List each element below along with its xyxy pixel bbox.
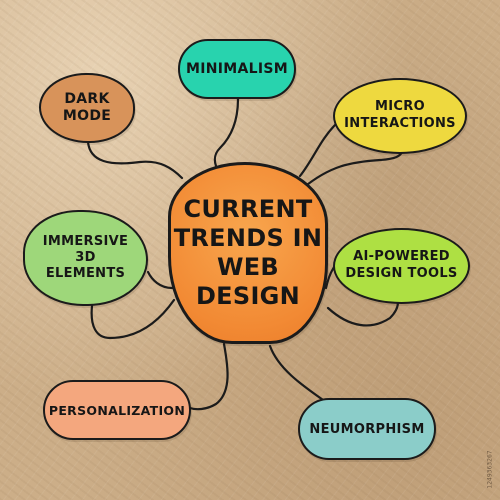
connector-neumorphism bbox=[268, 344, 328, 404]
branch-ai-powered-design-tools: AI-POWERED DESIGN TOOLS bbox=[333, 228, 470, 304]
branch-label: MINIMALISM bbox=[186, 61, 288, 77]
connector-personalization bbox=[188, 342, 229, 411]
connector-dark-mode bbox=[86, 140, 184, 180]
branch-micro-interactions: MICRO INTERACTIONS bbox=[333, 78, 467, 154]
connector-ai-tools-2 bbox=[326, 300, 400, 327]
branch-minimalism: MINIMALISM bbox=[178, 39, 296, 99]
branch-neumorphism: NEUMORPHISM bbox=[298, 398, 436, 460]
branch-dark-mode: DARK MODE bbox=[39, 73, 135, 143]
connector-immersive bbox=[146, 270, 174, 290]
watermark-text: 1249363267 bbox=[486, 449, 494, 489]
stock-id-watermark: 1249363267 bbox=[483, 444, 497, 494]
branch-label: MICRO INTERACTIONS bbox=[344, 99, 456, 131]
branch-personalization: PERSONALIZATION bbox=[43, 380, 191, 440]
connector-immersive-2 bbox=[90, 298, 176, 340]
branch-label: AI-POWERED DESIGN TOOLS bbox=[345, 249, 458, 281]
connector-micro-interactions-2 bbox=[301, 150, 404, 190]
branch-label: IMMERSIVE 3D ELEMENTS bbox=[42, 233, 129, 282]
central-topic-label: CURRENT TRENDS IN WEB DESIGN bbox=[173, 195, 323, 310]
connector-micro-interactions bbox=[298, 122, 338, 178]
connector-minimalism bbox=[213, 97, 240, 168]
branch-immersive-3d-elements: IMMERSIVE 3D ELEMENTS bbox=[23, 210, 148, 306]
central-topic: CURRENT TRENDS IN WEB DESIGN bbox=[168, 162, 328, 344]
branch-label: NEUMORPHISM bbox=[309, 421, 425, 437]
branch-label: DARK MODE bbox=[62, 90, 112, 125]
branch-label: PERSONALIZATION bbox=[48, 402, 186, 418]
